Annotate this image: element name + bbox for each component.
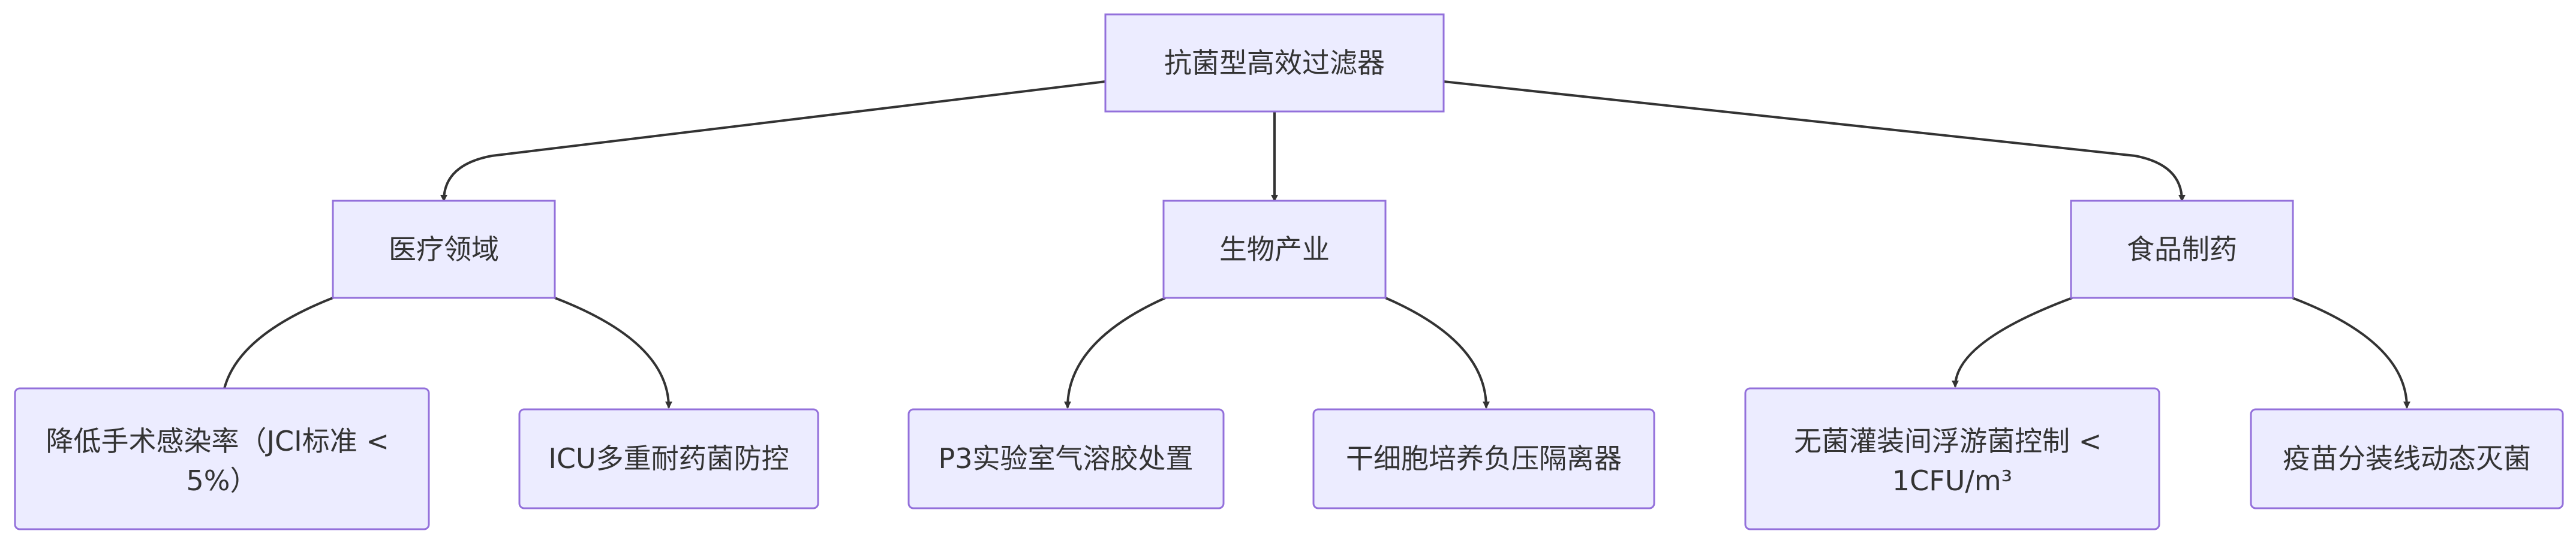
node-icu: ICU多重耐药菌防控 [518, 408, 819, 509]
edge-food-aseptic [1952, 297, 2073, 388]
node-bio-label: 生物产业 [1219, 233, 1330, 266]
node-icu-label: ICU多重耐药菌防控 [548, 442, 789, 475]
node-p3: P3实验室气溶胶处置 [907, 408, 1225, 509]
node-root-label: 抗菌型高效过滤器 [1164, 47, 1385, 79]
node-root: 抗菌型高效过滤器 [1104, 13, 1445, 113]
edge-root-medical [440, 80, 1106, 202]
edge-medical-icu [554, 297, 672, 409]
node-stemcell-label: 干细胞培养负压隔离器 [1346, 442, 1622, 475]
node-food: 食品制药 [2070, 200, 2294, 299]
node-stemcell: 干细胞培养负压隔离器 [1312, 408, 1655, 509]
node-surgery: 降低手术感染率（JCI标准 < 5%） [14, 387, 430, 530]
node-aseptic-label: 无菌灌装间浮游菌控制 < 1CFU/m³ [1794, 425, 2111, 497]
edge-root-food [1443, 80, 2186, 202]
edge-bio-p3 [1064, 297, 1166, 409]
node-medical: 医疗领域 [332, 200, 556, 299]
node-p3-label: P3实验室气溶胶处置 [938, 442, 1193, 475]
node-medical-label: 医疗领域 [389, 233, 499, 266]
edge-bio-stemcell [1385, 297, 1490, 409]
edge-food-vaccine [2292, 297, 2410, 409]
node-bio: 生物产业 [1162, 200, 1387, 299]
node-vaccine: 疫苗分装线动态灭菌 [2250, 408, 2564, 509]
node-food-label: 食品制药 [2127, 233, 2237, 266]
node-aseptic: 无菌灌装间浮游菌控制 < 1CFU/m³ [1744, 387, 2160, 530]
node-vaccine-label: 疫苗分装线动态灭菌 [2283, 442, 2531, 475]
node-surgery-label: 降低手术感染率（JCI标准 < 5%） [46, 425, 398, 497]
